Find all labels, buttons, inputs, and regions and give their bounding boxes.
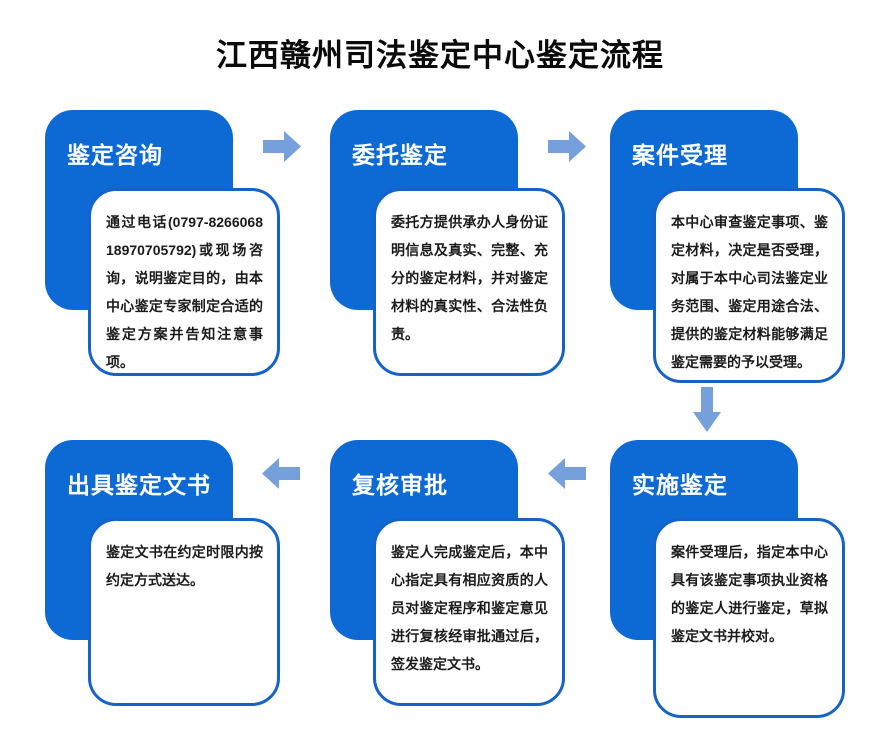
arrow-right-icon [263,131,301,167]
step-implementation: 实施鉴定 案件受理后，指定本中心具有该鉴定事项执业资格的鉴定人进行鉴定，草拟鉴定… [610,440,860,718]
step-title: 出具鉴定文书 [67,472,211,498]
step-title: 鉴定咨询 [67,142,163,168]
page-title: 江西赣州司法鉴定中心鉴定流程 [216,38,664,73]
step-consultation-card: 通过电话(0797-8266068 18970705792)或现场咨询，说明鉴定… [88,188,280,376]
step-review-approval-card: 鉴定人完成鉴定后，本中心指定具有相应资质的人员对鉴定程序和鉴定意见进行复核经审批… [373,518,565,706]
step-consultation: 鉴定咨询 通过电话(0797-8266068 18970705792)或现场咨询… [45,110,295,380]
step-body-text: 鉴定人完成鉴定后，本中心指定具有相应资质的人员对鉴定程序和鉴定意见进行复核经审批… [391,544,548,672]
step-title: 实施鉴定 [632,472,728,498]
arrow-left-icon [262,458,300,494]
step-title: 复核审批 [352,472,448,498]
arrow-right-icon [548,131,586,167]
step-body-text: 鉴定文书在约定时限内按约定方式送达。 [106,544,263,588]
step-title: 案件受理 [632,142,728,168]
step-issue-document: 出具鉴定文书 鉴定文书在约定时限内按约定方式送达。 [45,440,295,710]
step-title: 委托鉴定 [352,142,448,168]
step-implementation-card: 案件受理后，指定本中心具有该鉴定事项执业资格的鉴定人进行鉴定，草拟鉴定文书并校对… [653,518,845,718]
step-case-acceptance-card: 本中心审查鉴定事项、鉴定材料，决定是否受理，对属于本中心司法鉴定业务范围、鉴定用… [653,188,845,383]
arrow-down-icon [693,387,721,437]
step-entrustment: 委托鉴定 委托方提供承办人身份证明信息及真实、完整、充分的鉴定材料，并对鉴定材料… [330,110,580,380]
step-body-text: 本中心审查鉴定事项、鉴定材料，决定是否受理，对属于本中心司法鉴定业务范围、鉴定用… [671,214,828,370]
step-case-acceptance: 案件受理 本中心审查鉴定事项、鉴定材料，决定是否受理，对属于本中心司法鉴定业务范… [610,110,860,383]
step-body-text: 通过电话(0797-8266068 18970705792)或现场咨询，说明鉴定… [106,214,263,370]
arrow-left-icon [548,458,586,494]
step-issue-document-card: 鉴定文书在约定时限内按约定方式送达。 [88,518,280,706]
step-body-text: 委托方提供承办人身份证明信息及真实、完整、充分的鉴定材料，并对鉴定材料的真实性、… [391,214,548,342]
step-entrustment-card: 委托方提供承办人身份证明信息及真实、完整、充分的鉴定材料，并对鉴定材料的真实性、… [373,188,565,376]
step-body-text: 案件受理后，指定本中心具有该鉴定事项执业资格的鉴定人进行鉴定，草拟鉴定文书并校对… [671,544,828,644]
step-review-approval: 复核审批 鉴定人完成鉴定后，本中心指定具有相应资质的人员对鉴定程序和鉴定意见进行… [330,440,580,710]
